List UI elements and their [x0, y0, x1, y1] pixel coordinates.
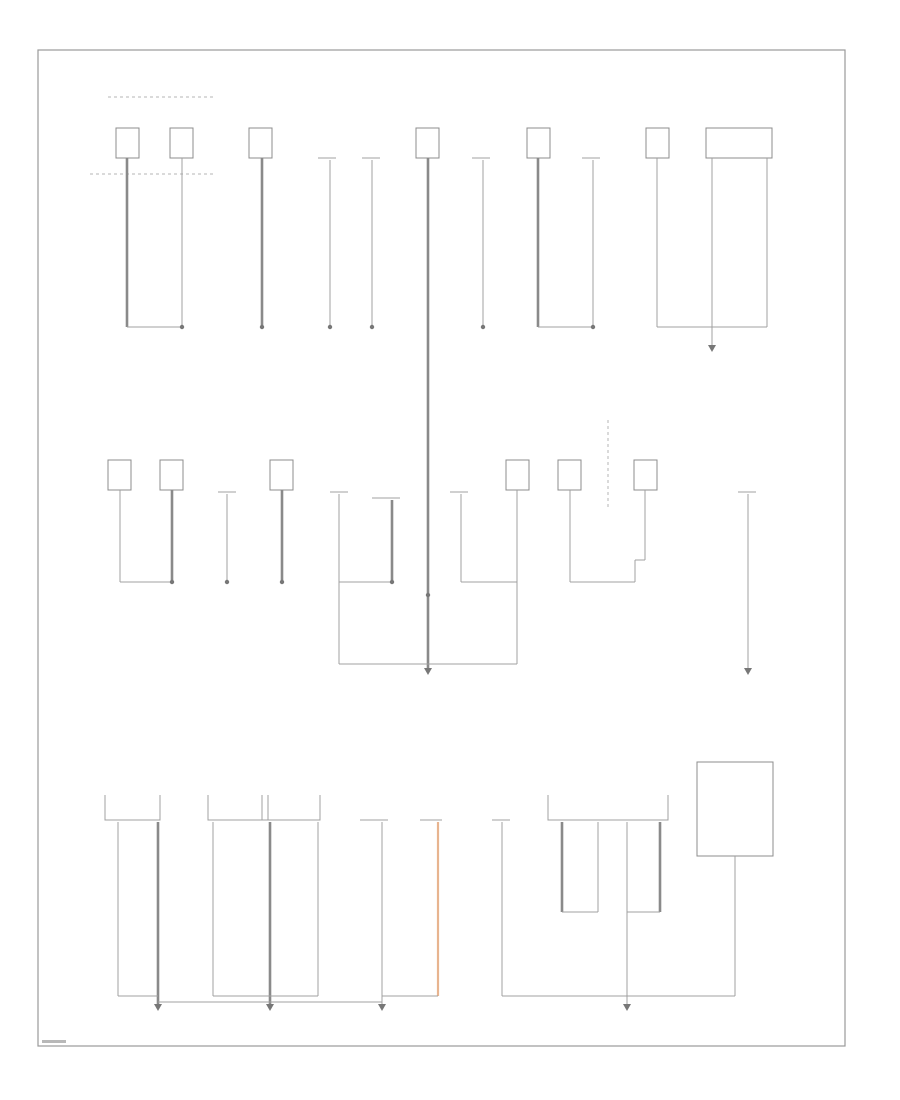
module-box: [696, 761, 774, 857]
component-box: [248, 127, 273, 159]
row3-group: [104, 761, 774, 1011]
component-box: [269, 459, 294, 491]
component-box: [169, 127, 194, 159]
component-box: [159, 459, 184, 491]
splice-dot: [279, 579, 285, 585]
splice-dot: [327, 324, 333, 330]
component-box: [645, 127, 670, 159]
splice-dot: [425, 592, 431, 598]
component-bracket: [547, 795, 669, 821]
component-box: [115, 127, 140, 159]
row1-group: [90, 96, 773, 352]
component-box: [633, 459, 658, 491]
component-box: [505, 459, 530, 491]
component-bracket: [207, 795, 269, 821]
component-box: [526, 127, 551, 159]
splice-dot: [224, 579, 230, 585]
splice-dot: [389, 579, 395, 585]
component-box: [705, 127, 773, 159]
ground-symbol: [266, 1004, 274, 1011]
ground-symbol: [744, 668, 752, 675]
splice-dot: [480, 324, 486, 330]
footer-code-mark: [42, 1040, 66, 1043]
ground-symbol: [623, 1004, 631, 1011]
component-box: [415, 127, 440, 159]
component-box: [107, 459, 132, 491]
splice-dot: [169, 579, 175, 585]
component-bracket: [104, 795, 161, 821]
row2-group: [107, 420, 756, 675]
ground-symbol: [378, 1004, 386, 1011]
splice-dot: [590, 324, 596, 330]
ground-symbol: [424, 668, 432, 675]
splice-dot: [369, 324, 375, 330]
ground-symbol: [154, 1004, 162, 1011]
component-box: [557, 459, 582, 491]
splice-dot: [259, 324, 265, 330]
splice-dot: [179, 324, 185, 330]
component-bracket: [261, 795, 321, 821]
diagram-frame: [37, 49, 846, 1047]
ground-symbol: [708, 345, 716, 352]
